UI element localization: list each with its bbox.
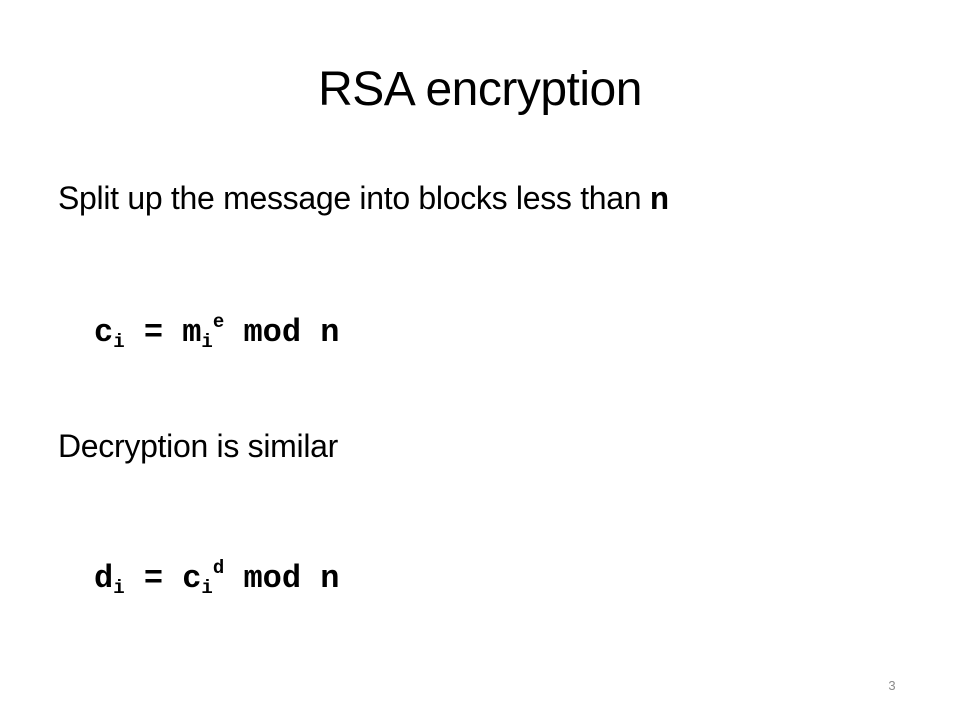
bullet-split-message: Split up the message into blocks less th… [58, 178, 669, 221]
formula-lhs: d [94, 560, 114, 597]
slide-title: RSA encryption [318, 63, 642, 116]
formula-operator: = [124, 314, 183, 351]
modulus-code: n [649, 182, 669, 219]
formula-lhs-subscript: i [113, 331, 125, 353]
bullet-decryption: Decryption is similar [58, 426, 338, 466]
formula-exponent: d [212, 557, 225, 579]
formula-base: c [182, 560, 202, 597]
formula-operator: = [124, 560, 183, 597]
formula-base-subscript: i [201, 577, 213, 599]
decryption-formula: di = cid mod n [94, 548, 339, 608]
encryption-formula: ci = mie mod n [94, 302, 339, 362]
formula-base: m [182, 314, 202, 351]
formula-exponent: e [212, 311, 225, 333]
formula-lhs-subscript: i [113, 577, 125, 599]
page-number: 3 [888, 678, 896, 693]
formula-base-subscript: i [201, 331, 213, 353]
formula-mod: mod n [224, 560, 340, 597]
bullet-text: Decryption is similar [58, 428, 338, 464]
bullet-text: Split up the message into blocks less th… [58, 180, 650, 216]
formula-lhs: c [94, 314, 114, 351]
formula-mod: mod n [224, 314, 340, 351]
